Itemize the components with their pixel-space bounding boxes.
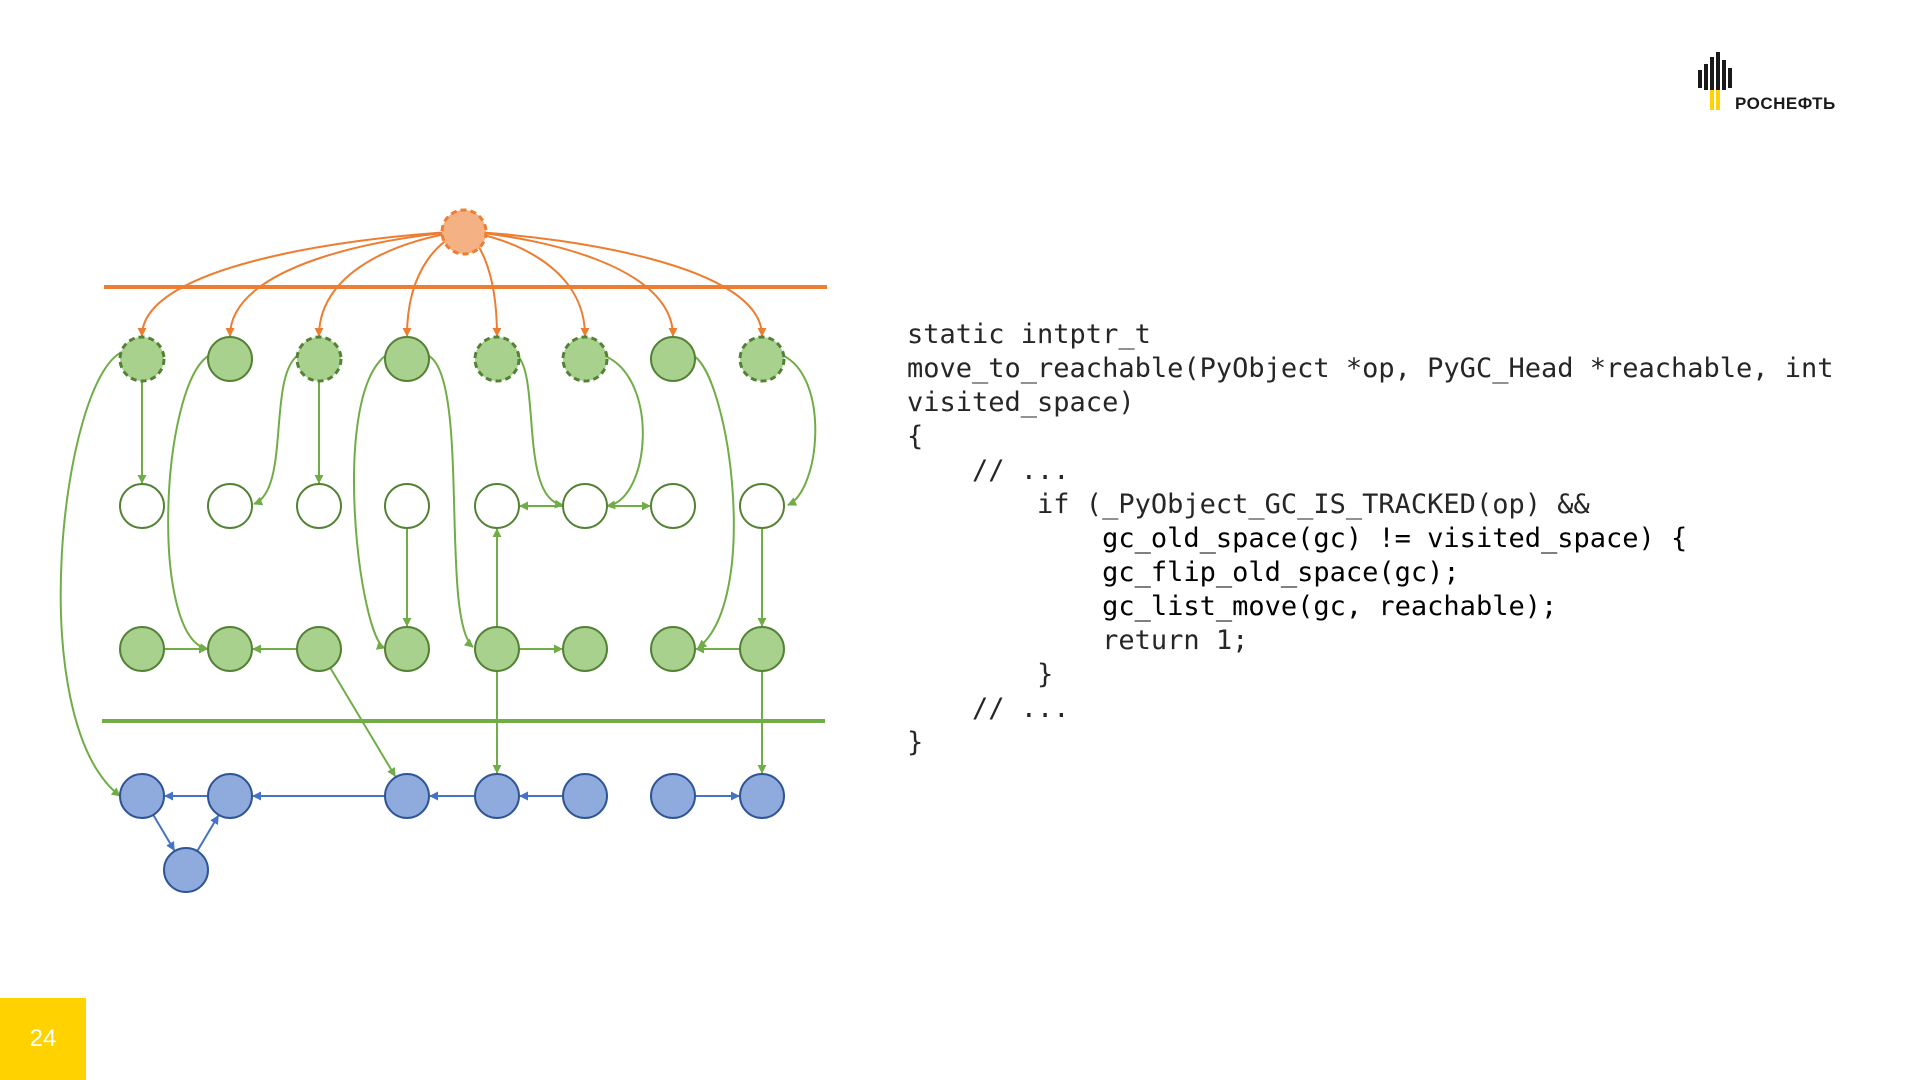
white-node [739,483,785,529]
logo: РОСНЕФТЬ [1696,52,1876,122]
green-node [562,626,608,672]
green-node [119,626,165,672]
edge-arrow [167,355,209,653]
code-line: move_to_reachable(PyObject *op, PyGC_Hea… [907,353,1834,384]
code-line: return 1; [907,625,1249,656]
code-line: { [907,421,924,452]
edge-arrow [59,351,123,797]
edge-arrow [225,231,455,337]
green-node [207,626,253,672]
green-node [207,336,253,382]
green-node [561,335,609,383]
blue-node [474,773,520,819]
green-node [118,335,166,383]
code-line: } [907,727,924,758]
blue-node [562,773,608,819]
white-node [650,483,696,529]
code-line: gc_flip_old_space(gc); [907,557,1460,588]
blue-node [384,773,430,819]
edge-arrow [604,355,644,510]
blue-node [119,773,165,819]
code-line: } [907,659,1054,690]
code-line: visited_space) [907,387,1135,418]
green-node [739,626,785,672]
edge-arrow [475,231,767,337]
edge-arrow [428,355,474,648]
code-line: gc_old_space(gc) != visited_space) { [907,523,1688,554]
edge-arrow [693,355,735,649]
white-node [384,483,430,529]
green-node [295,335,343,383]
code-line: // ... [907,455,1070,486]
code-line: // ... [907,693,1070,724]
logo-text: РОСНЕФТЬ [1735,94,1836,113]
edge-arrow [137,231,452,337]
page-number: 24 [0,998,86,1080]
edge-arrow [472,231,678,337]
root-node [440,208,488,256]
rosneft-logo-icon [1698,52,1732,110]
edge-arrow [468,231,590,337]
green-node [473,335,521,383]
edge-arrow [314,231,459,337]
green-node [650,336,696,382]
white-node [119,483,165,529]
white-node [474,483,520,529]
white-node [207,483,253,529]
green-node [296,626,342,672]
green-node [384,336,430,382]
blue-node [650,773,696,819]
green-node [474,626,520,672]
blue-node [739,773,785,819]
white-node [562,483,608,529]
blue-node [163,847,209,893]
green-node [738,335,786,383]
edge-arrow [253,355,298,506]
edge-arrow [152,814,176,852]
edge-arrow [517,355,564,509]
code-line: gc_list_move(gc, reachable); [907,591,1558,622]
code-line: if (_PyObject_GC_IS_TRACKED(op) && [907,489,1590,520]
edge-arrow [196,814,220,852]
green-node [650,626,696,672]
edge-arrow [783,355,817,506]
edge-arrow [329,667,397,778]
code-block: static intptr_t move_to_reachable(PyObje… [907,318,1834,760]
blue-node [207,773,253,819]
green-node [384,626,430,672]
white-node [296,483,342,529]
edge-arrow [353,355,386,650]
code-line: static intptr_t [907,319,1151,350]
